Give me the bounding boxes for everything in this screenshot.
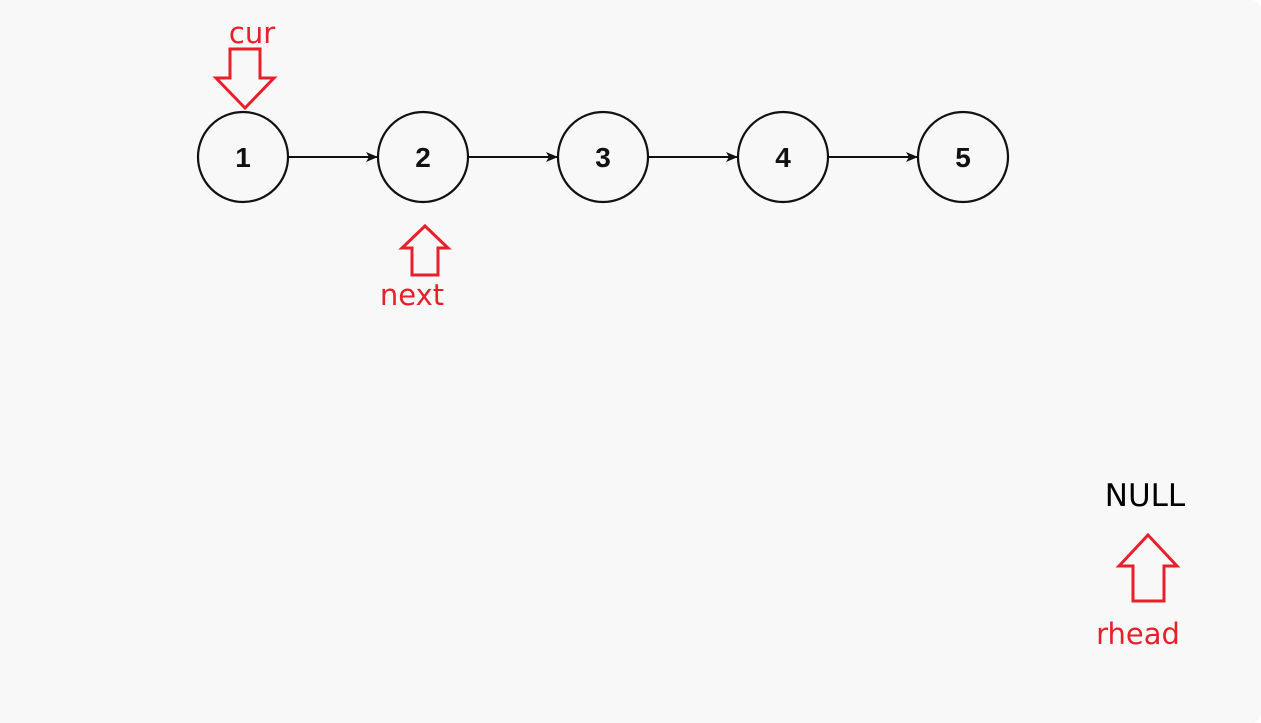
next-label: next: [380, 278, 444, 312]
list-node-2: 2: [376, 110, 470, 204]
node-label: 5: [955, 142, 971, 173]
cur-label: cur: [229, 16, 275, 50]
up-arrow-icon: [1115, 532, 1181, 603]
rhead-label: rhead: [1096, 617, 1180, 651]
null-label: NULL: [1105, 478, 1186, 514]
cur-pointer: cur: [212, 16, 278, 111]
list-node-1: 1: [196, 110, 290, 204]
node-label: 4: [775, 142, 791, 173]
node-label: 1: [235, 142, 251, 173]
list-node-3: 3: [556, 110, 650, 204]
node-label: 3: [595, 142, 611, 173]
next-pointer: next: [380, 223, 452, 312]
node-label: 2: [415, 142, 431, 173]
list-node-5: 5: [916, 110, 1010, 204]
up-arrow-icon: [398, 223, 452, 277]
list-node-4: 4: [736, 110, 830, 204]
rhead-pointer: rhead: [1096, 532, 1181, 651]
down-arrow-icon: [212, 47, 278, 111]
